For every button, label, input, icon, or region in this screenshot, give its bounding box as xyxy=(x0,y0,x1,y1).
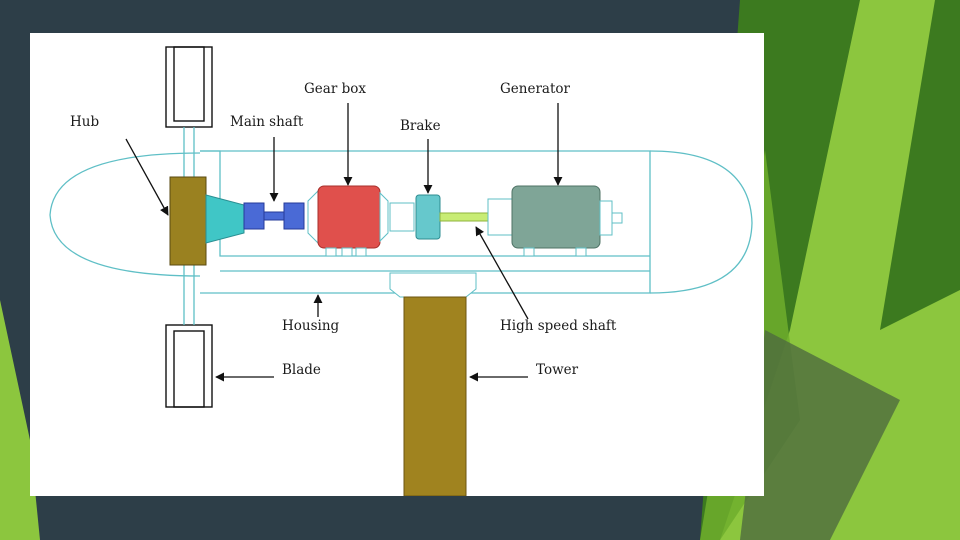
hub-label: Hub xyxy=(70,114,99,130)
generator-shaft-stub xyxy=(611,212,623,224)
generator xyxy=(511,185,601,249)
high-speed-shaft xyxy=(439,212,489,222)
main-shaft-label: Main shaft xyxy=(230,114,304,130)
brake-label: Brake xyxy=(400,118,441,134)
wind-turbine-diagram: Hub Main shaft Gear box Brake Generator … xyxy=(49,46,753,496)
generator-end-right xyxy=(599,200,613,236)
gear-box-feet xyxy=(325,247,367,257)
main-shaft-link xyxy=(263,211,285,221)
coupling xyxy=(389,202,415,232)
housing-label: Housing xyxy=(282,318,340,334)
generator-label: Generator xyxy=(500,81,571,97)
gear-box-cap xyxy=(307,189,319,245)
hub-cone xyxy=(205,194,245,244)
green-shape-right-olive xyxy=(740,330,900,540)
high-speed-shaft-arrow xyxy=(475,226,529,320)
gear-box-cap-right xyxy=(379,191,389,243)
tower-label: Tower xyxy=(536,362,579,378)
brake xyxy=(415,194,441,240)
gear-box-label: Gear box xyxy=(304,81,366,97)
blade-top xyxy=(165,46,213,128)
generator-end-left xyxy=(487,198,513,236)
main-shaft-right xyxy=(283,202,305,230)
hub-arrow xyxy=(125,138,169,216)
generator-feet xyxy=(523,247,587,257)
high-speed-shaft-label: High speed shaft xyxy=(500,318,617,334)
diagram-panel: Hub Main shaft Gear box Brake Generator … xyxy=(30,33,764,496)
main-shaft-left xyxy=(243,202,265,230)
tower xyxy=(403,296,467,496)
gear-box xyxy=(317,185,381,249)
blade-label: Blade xyxy=(282,362,321,378)
tower-top xyxy=(389,272,477,298)
blade-bottom xyxy=(165,324,213,408)
hub xyxy=(169,176,207,266)
